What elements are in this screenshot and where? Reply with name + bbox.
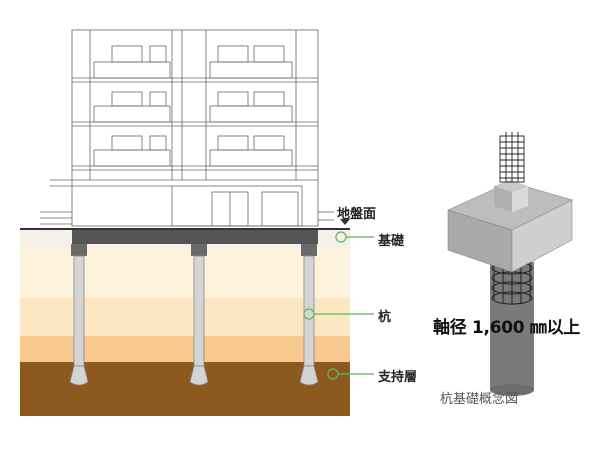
ground-surface-label: 地盤面 xyxy=(337,207,377,222)
soil-layer-orange xyxy=(20,336,350,362)
callout-pile xyxy=(303,308,374,320)
building-elevation xyxy=(40,29,334,227)
pile-concept-illustration xyxy=(447,132,573,396)
bearing-layer xyxy=(20,362,350,416)
callout-bearing-layer xyxy=(327,368,374,380)
pile-cap-2 xyxy=(191,244,207,256)
ground-marker-triangle xyxy=(340,219,350,225)
soil-layer-mid xyxy=(20,298,350,336)
pile-3 xyxy=(299,255,319,386)
pile-cap-1 xyxy=(71,244,87,256)
foundation-label: 基礎 xyxy=(378,234,405,249)
figure-caption: 杭基礎概念図 xyxy=(440,392,519,407)
callout-foundation xyxy=(335,231,374,243)
pile-2 xyxy=(189,255,209,386)
foundation-slab xyxy=(72,230,318,244)
pile-cap-3 xyxy=(301,244,317,256)
bearing-layer-label: 支持層 xyxy=(378,370,418,385)
soil-layer-light xyxy=(20,248,350,298)
pile-label: 杭 xyxy=(378,310,392,325)
pile-1 xyxy=(69,255,89,386)
diameter-note: 軸径 1,600 ㎜以上 xyxy=(433,318,581,338)
